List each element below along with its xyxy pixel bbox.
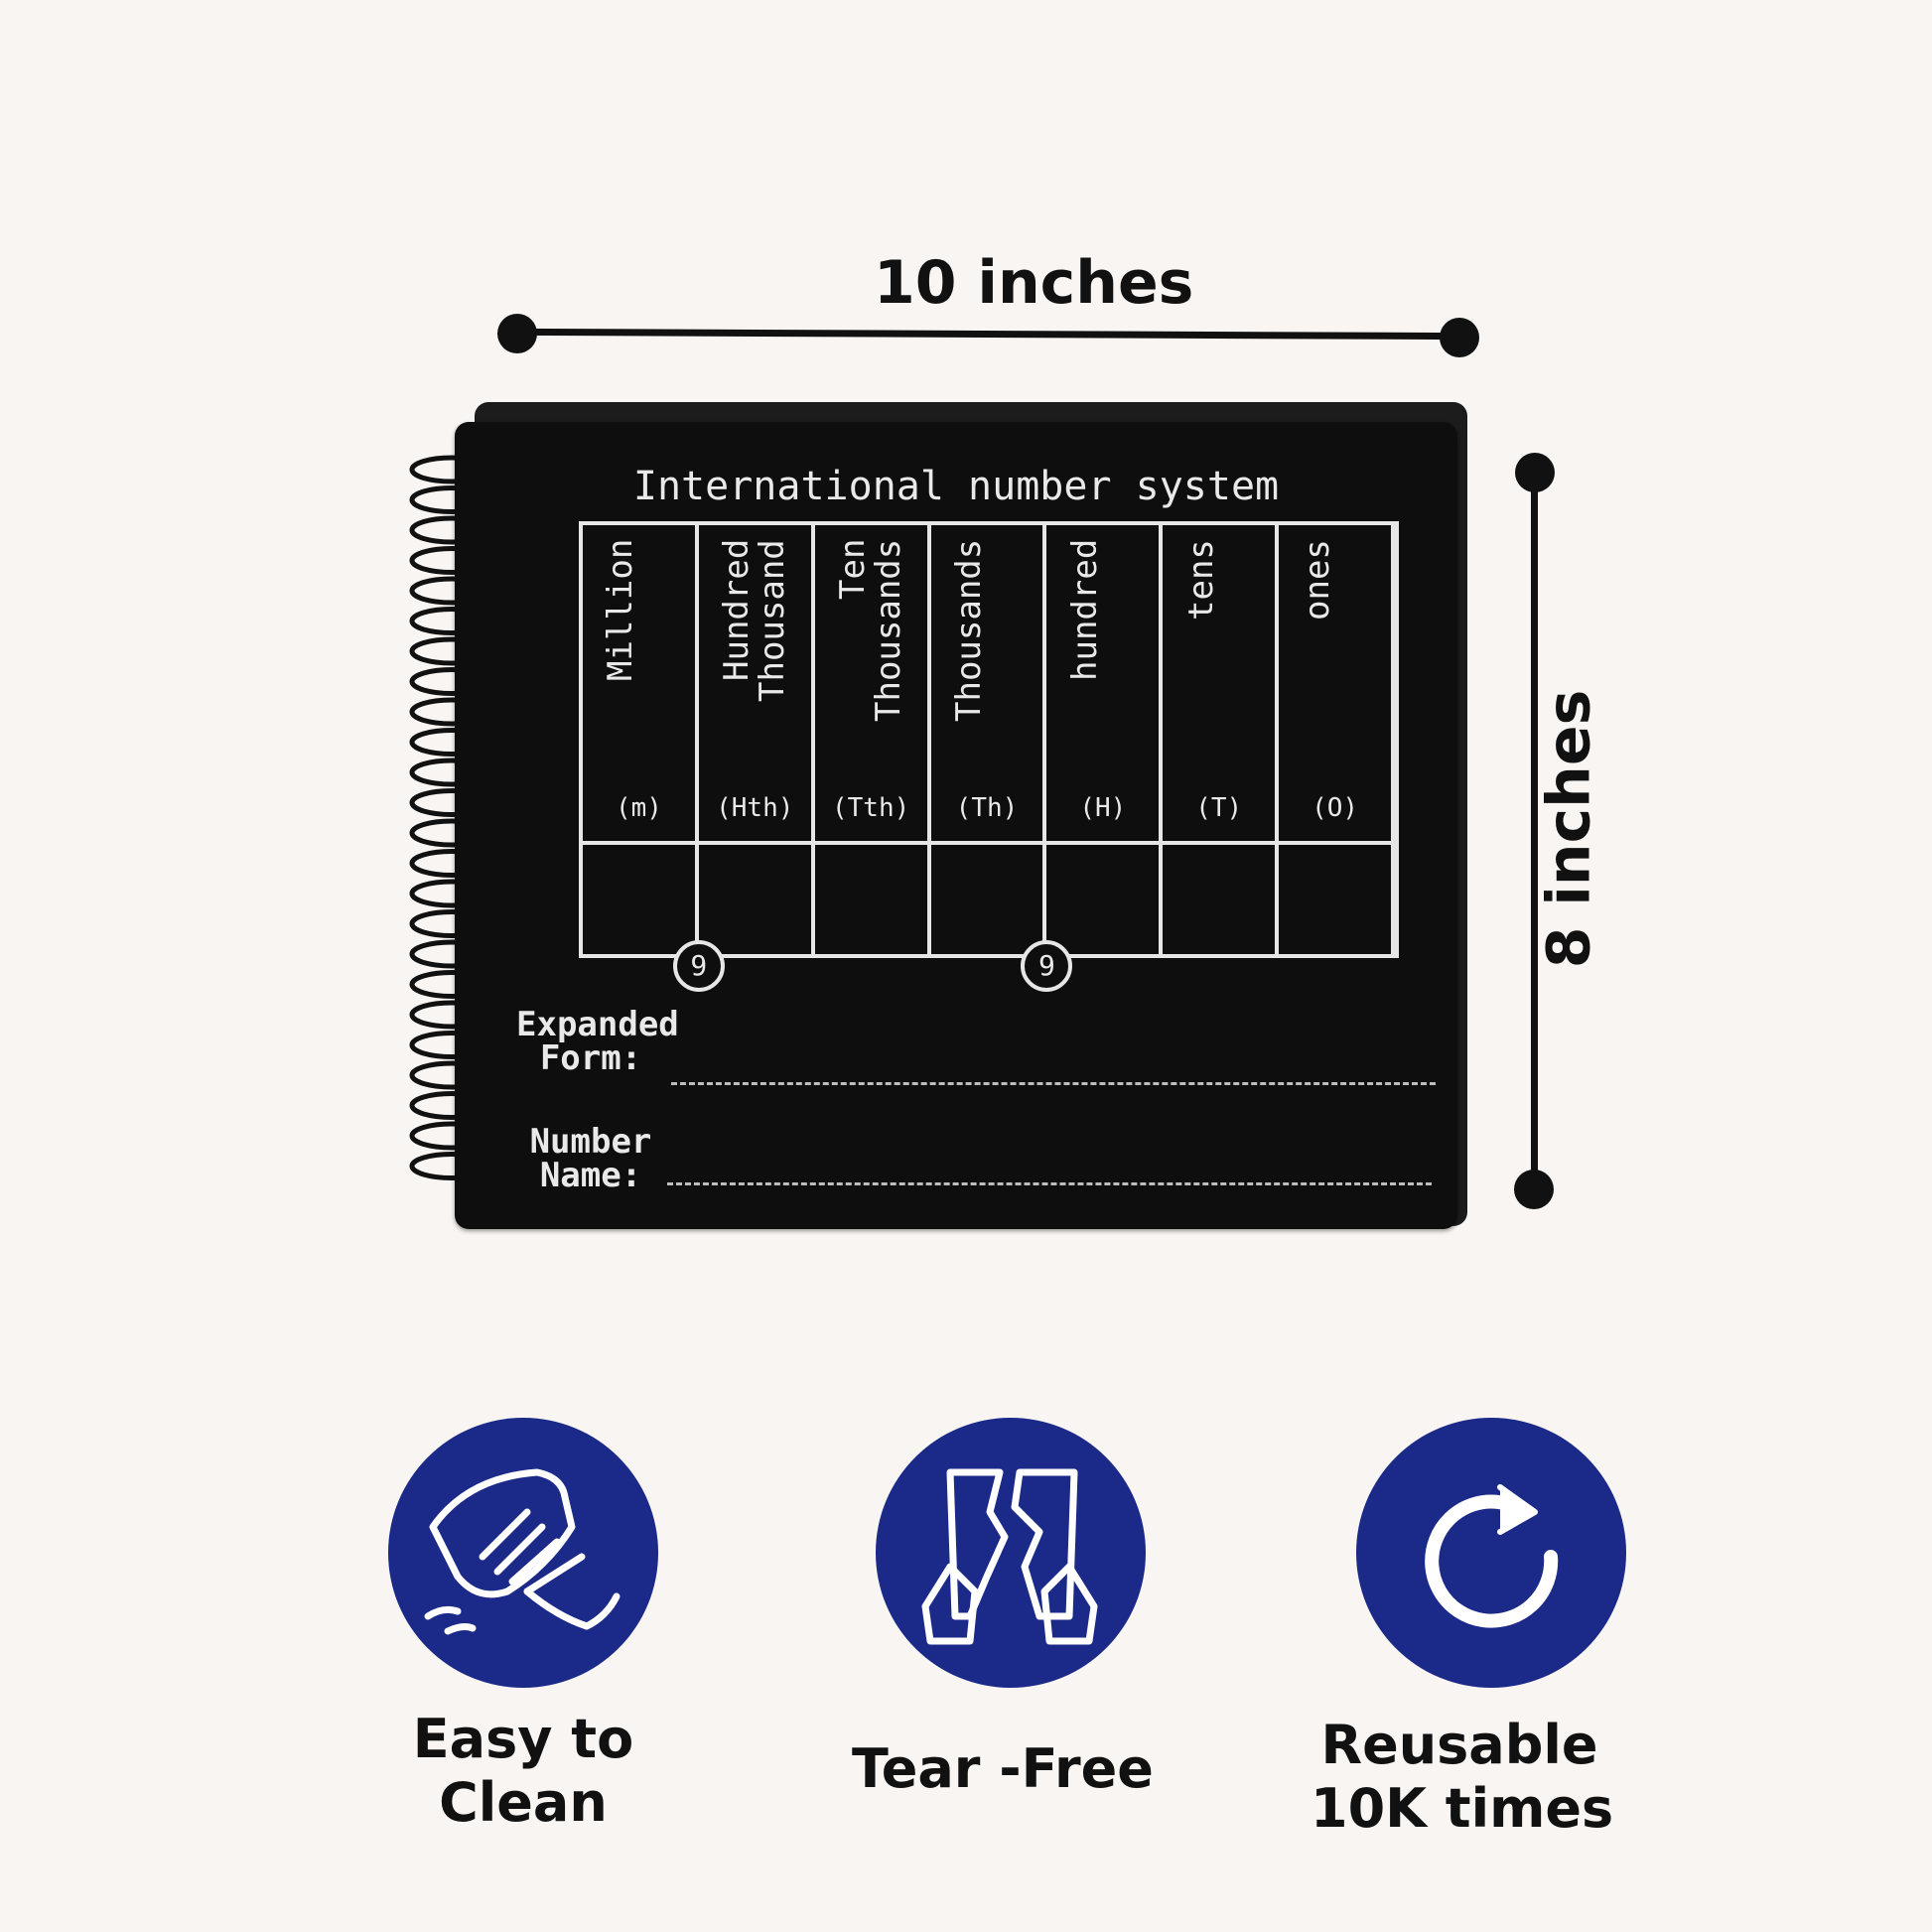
column-ones: ones (O) (1279, 525, 1395, 954)
tear-free-icon (876, 1418, 1146, 1688)
column-name: Hundred Thousand (717, 539, 793, 702)
height-dot-top (1515, 453, 1555, 492)
feature-label-line: Tear -Free (852, 1737, 1154, 1800)
expanded-form-label: Expanded Form: (516, 1005, 679, 1078)
number-name-label: Number Name: (529, 1122, 652, 1195)
column-name: Ten Thousands (833, 539, 909, 723)
feature-label-easy-to-clean: Easy to Clean (377, 1708, 669, 1835)
column-abbr: (T) (1195, 793, 1243, 823)
column-hundred-thousand: Hundred Thousand (Hth) (699, 525, 815, 954)
column-abbr: (H) (1079, 793, 1127, 823)
column-abbr: (O) (1311, 793, 1359, 823)
feature-label-line: 10K times (1311, 1777, 1614, 1840)
column-hundred: hundred (H) (1046, 525, 1164, 954)
height-dimension-line (1531, 473, 1538, 1189)
width-dot-left (497, 314, 537, 353)
column-abbr: (Tth) (831, 793, 910, 823)
feature-label-reusable: Reusable 10K times (1311, 1714, 1614, 1841)
column-abbr: (m) (615, 793, 662, 823)
column-ten-thousands: Ten Thousands (Tth) (815, 525, 931, 954)
number-name-line[interactable] (667, 1182, 1432, 1185)
column-name: Million (601, 539, 641, 682)
height-dimension-label: 8 inches (1534, 689, 1604, 969)
feature-label-line: Easy to (412, 1708, 634, 1770)
header-divider (583, 841, 1395, 845)
feature-label-tear-free: Tear -Free (834, 1737, 1172, 1801)
place-value-table: Million (m)Hundred Thousand (Hth)Ten Tho… (579, 521, 1399, 992)
board-title: International number system (632, 464, 1280, 509)
column-million: Million (m) (583, 525, 699, 954)
width-dimension-line (516, 328, 1461, 341)
column-thousands: Thousands (Th) (931, 525, 1047, 954)
wipe-hand-icon (388, 1418, 658, 1688)
width-dot-right (1440, 318, 1479, 357)
expanded-form-line[interactable] (671, 1082, 1436, 1085)
column-name: Thousands (948, 539, 989, 723)
height-dot-bottom (1514, 1170, 1554, 1209)
column-abbr: (Th) (955, 793, 1019, 823)
width-dimension-label: 10 inches (874, 248, 1194, 318)
period-separator-marker: 9 (1021, 940, 1073, 992)
period-separator-marker: 9 (672, 940, 725, 992)
feature-label-line: Reusable (1320, 1714, 1598, 1776)
reuse-arrow-icon (1356, 1418, 1626, 1688)
column-tens: tens (T) (1163, 525, 1280, 954)
number-system-board: International number system Million (m)H… (455, 422, 1457, 1229)
feature-label-line: Clean (439, 1771, 608, 1834)
column-name: ones (1297, 539, 1337, 621)
column-abbr: (Hth) (716, 793, 794, 823)
column-name: hundred (1064, 539, 1105, 682)
column-name: tens (1180, 539, 1221, 621)
